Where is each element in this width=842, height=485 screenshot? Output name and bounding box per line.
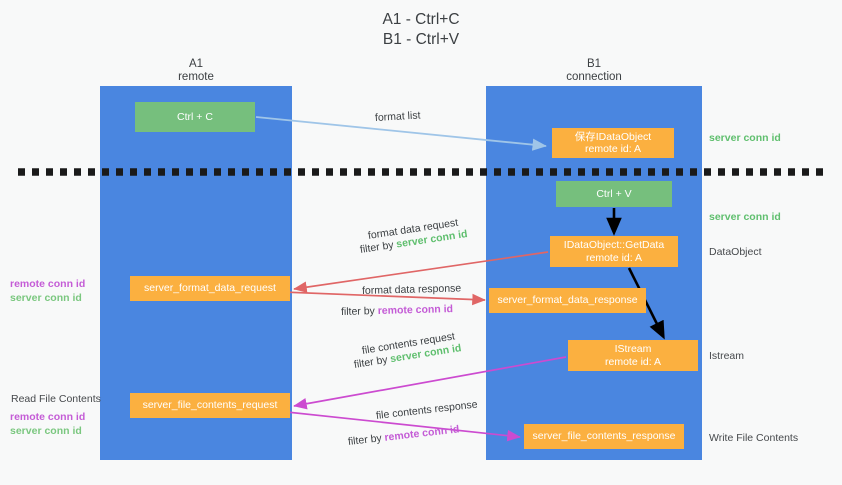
node-idataobject-getdata[interactable]: IDataObject::GetData remote id: A (550, 236, 678, 267)
lane-b1-name: B1 (586, 58, 602, 70)
node-server-format-data-response-label: server_format_data_response (497, 294, 638, 307)
node-server-format-data-request[interactable]: server_format_data_request (130, 276, 290, 301)
caption-file-contents-response: file contents response (375, 397, 478, 422)
node-ctrl-v[interactable]: Ctrl + V (556, 181, 672, 207)
node-server-file-contents-response[interactable]: server_file_contents_response (524, 424, 684, 449)
title-line-2: B1 - Ctrl+V (382, 31, 460, 48)
caption-fdresp-filter-prefix: filter by (340, 305, 378, 318)
annotation-remote-conn-id-1: remote conn id (10, 278, 86, 290)
annotation-dataobject: DataObject (709, 246, 762, 258)
annotation-write-file-contents: Write File Contents (709, 432, 799, 444)
caption-fcresp-filter-prefix: filter by (347, 431, 386, 448)
annotation-conn-ids-upper: remote conn id server conn id (10, 278, 85, 305)
node-ctrl-v-label: Ctrl + V (596, 187, 632, 200)
node-getdata-line1: IDataObject::GetData (563, 239, 665, 251)
lane-a1-subtitle: remote (178, 71, 214, 83)
page-title: A1 - Ctrl+C B1 - Ctrl+V (0, 10, 842, 50)
caption-fdresp-filter-value: remote conn id (377, 303, 454, 318)
node-istream-line1: IStream (614, 343, 652, 355)
caption-format-data-response-filter: filter by remote conn id (341, 302, 453, 319)
annotation-istream: Istream (709, 350, 745, 362)
lane-header-a1: A1 remote (100, 58, 292, 84)
caption-format-list: format list (375, 108, 421, 125)
annotation-server-conn-id-2: server conn id (10, 424, 82, 437)
node-ctrl-c-label: Ctrl + C (177, 110, 213, 123)
lane-a1-name: A1 (188, 58, 204, 70)
caption-fcresp-filter-value: remote conn id (383, 423, 460, 444)
node-istream[interactable]: IStream remote id: A (568, 340, 698, 371)
annotation-server-conn-id-1: server conn id (10, 291, 82, 304)
caption-file-contents-response-text: file contents response (375, 398, 479, 422)
node-save-idataobject-line1: 保存IDataObject (574, 130, 652, 143)
lane-b1-subtitle: connection (566, 71, 622, 83)
node-ctrl-c[interactable]: Ctrl + C (135, 102, 255, 132)
lane-header-b1: B1 connection (486, 58, 702, 84)
caption-format-data-response: format data response (362, 281, 462, 298)
annotation-conn-ids-lower: remote conn id server conn id (10, 411, 85, 438)
node-server-file-contents-response-label: server_file_contents_response (532, 430, 676, 443)
node-server-file-contents-request-label: server_file_contents_request (142, 399, 278, 412)
title-line-1: A1 - Ctrl+C (382, 11, 460, 28)
node-server-format-data-response[interactable]: server_format_data_response (489, 288, 646, 313)
caption-file-contents-response-filter: filter by remote conn id (347, 422, 460, 449)
annotation-remote-conn-id-2: remote conn id (10, 411, 86, 423)
annotation-read-file-contents: Read File Contents (11, 393, 101, 405)
caption-format-data-response-text: format data response (361, 282, 462, 297)
node-server-format-data-request-label: server_format_data_request (144, 282, 276, 295)
caption-fdreq-filter-prefix: filter by (359, 238, 398, 256)
node-istream-line2: remote id: A (604, 355, 662, 368)
annotation-server-conn-id-top: server conn id (709, 132, 781, 144)
caption-format-list-text: format list (374, 109, 421, 124)
annotation-server-conn-id-mid: server conn id (709, 211, 781, 223)
node-server-file-contents-request[interactable]: server_file_contents_request (130, 393, 290, 418)
node-save-idataobject-line2: remote id: A (584, 143, 642, 155)
caption-fcreq-filter-prefix: filter by (353, 353, 392, 371)
node-getdata-line2: remote id: A (585, 251, 643, 264)
node-save-idataobject[interactable]: 保存IDataObject remote id: A (552, 128, 674, 158)
